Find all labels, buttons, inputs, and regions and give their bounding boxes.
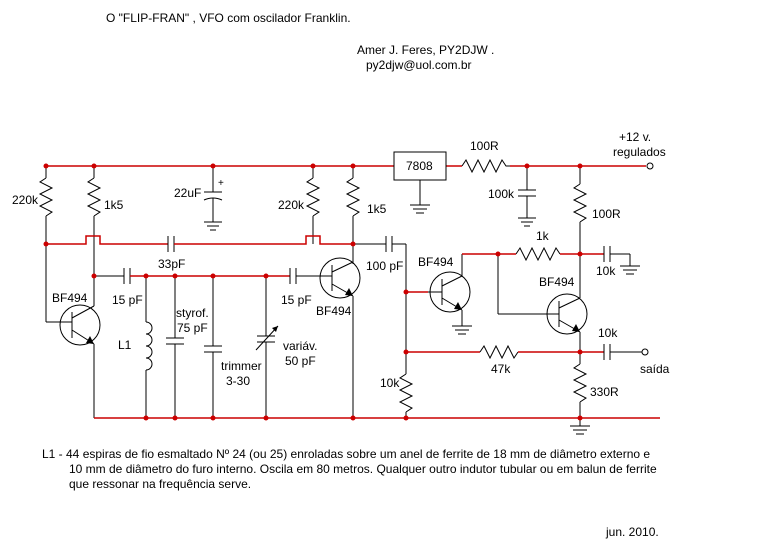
capacitor-100pf [353, 236, 407, 374]
capacitor-100k [518, 166, 536, 227]
resistor-1k5-2 [345, 166, 361, 264]
author-email: py2djw@uol.com.br [366, 58, 472, 72]
label-50pf: 50 pF [285, 354, 316, 368]
capacitor-10k-out [603, 344, 649, 360]
label-15pf-2: 15 pF [281, 293, 312, 307]
label-100pf: 100 pF [366, 259, 404, 273]
label-10k: 10k [380, 376, 400, 390]
label-variavel: variáv. [283, 339, 318, 353]
capacitor-10k-a [603, 246, 640, 275]
label-trimmer: trimmer [221, 359, 262, 373]
transistor-bf494-3 [428, 254, 472, 335]
svg-text:+: + [218, 178, 224, 189]
label-75pf: 75 pF [177, 321, 208, 335]
capacitor-variable-50pf [255, 276, 279, 418]
label-bf494-4: BF494 [539, 275, 575, 289]
date-label: jun. 2010. [606, 525, 659, 539]
label-100k: 100k [488, 187, 515, 201]
label-22uf: 22uF [174, 186, 202, 200]
label-220k-2: 220k [278, 198, 305, 212]
label-regulator: 7808 [406, 159, 433, 173]
resistor-330r [570, 363, 590, 435]
label-10k-out: 10k [598, 326, 618, 340]
resistor-47k [479, 344, 604, 360]
regulator-7808 [393, 151, 447, 214]
junction-dots [43, 163, 583, 421]
capacitor-22uf: + [203, 166, 224, 231]
note-line-2: 10 mm de diâmetro do furo interno. Oscil… [69, 462, 657, 476]
transistor-bf494-4 [546, 282, 588, 364]
transistor-bf494-1 [59, 276, 101, 418]
label-saida: saída [640, 362, 670, 376]
label-bf494-1: BF494 [52, 291, 88, 305]
resistor-1k5-1 [86, 166, 102, 244]
note-line-3: que ressonar na frequência serve. [69, 477, 252, 491]
transistor-bf494-2 [318, 257, 361, 418]
label-l1: L1 [118, 338, 132, 352]
resistor-1k [462, 246, 604, 315]
resistor-220k-1 [38, 166, 54, 244]
supply-terminal [646, 162, 654, 170]
label-47k: 47k [491, 362, 511, 376]
label-bf494-3: BF494 [418, 255, 454, 269]
capacitor-trimmer [204, 276, 222, 418]
capacitor-15pf-2 [289, 268, 318, 284]
label-styrof: styrof. [176, 306, 209, 320]
label-15pf-1: 15 pF [112, 293, 143, 307]
label-220k-1: 220k [12, 193, 39, 207]
author-name: Amer J. Feres, PY2DJW . [357, 43, 495, 57]
diagram-title: O "FLIP-FRAN" , VFO com oscilador Frankl… [106, 11, 351, 25]
label-supply2: regulados [613, 145, 666, 159]
label-trimmer-value: 3-30 [226, 374, 251, 388]
label-100r-top: 100R [470, 139, 499, 153]
label-1k: 1k [536, 229, 549, 243]
label-bf494-2: BF494 [316, 304, 352, 318]
capacitor-15pf-1 [93, 244, 131, 284]
wire-33pf [46, 235, 353, 252]
label-100r-right: 100R [592, 207, 621, 221]
resistor-220k-2 [305, 166, 321, 244]
label-supply: +12 v. [619, 130, 652, 144]
label-330r: 330R [590, 385, 619, 399]
label-10k-a: 10k [596, 264, 616, 278]
inductor-l1 [145, 276, 153, 418]
label-33pf: 33pF [158, 257, 186, 271]
resistor-100r-right [572, 166, 588, 282]
resistor-100r-top [461, 158, 510, 174]
label-1k5-1: 1k5 [104, 198, 124, 212]
label-1k5-2: 1k5 [367, 202, 387, 216]
capacitor-75pf [166, 276, 184, 418]
resistor-10k [398, 373, 414, 418]
note-line-1: L1 - 44 espiras de fio esmaltado Nº 24 (… [42, 447, 651, 461]
